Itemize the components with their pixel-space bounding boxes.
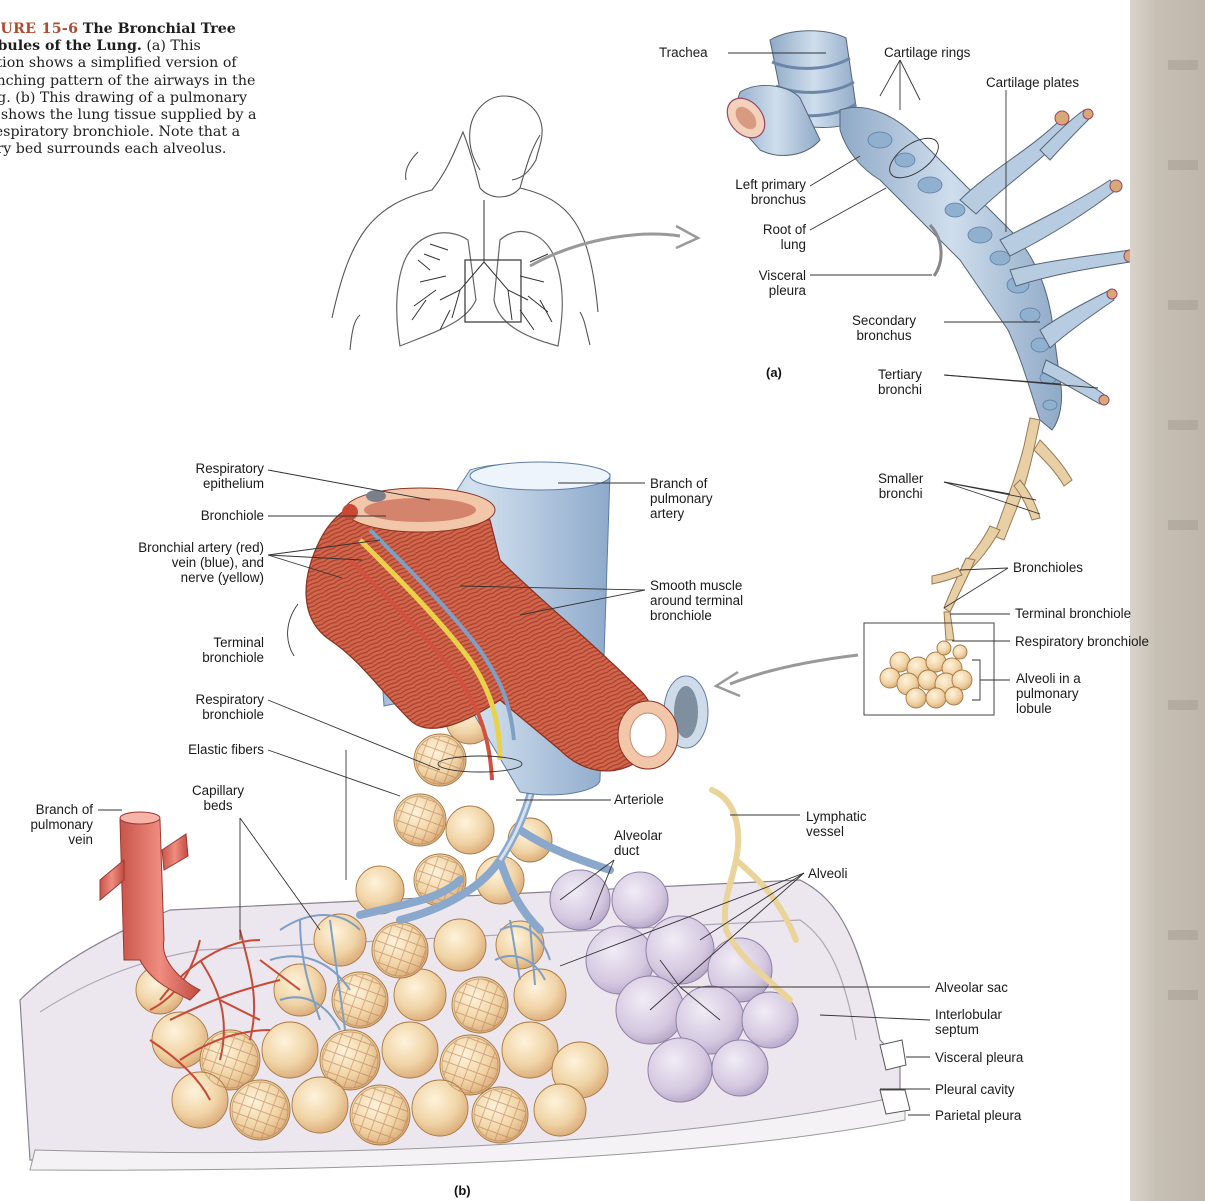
- label-arteriole: Arteriole: [614, 792, 664, 807]
- label-alveolar-sac: Alveolar sac: [935, 980, 1008, 995]
- caption-line: ation shows a simplified version of: [0, 55, 328, 72]
- label-terminal-bronchiole-a: Terminal bronchiole: [1015, 606, 1131, 621]
- caption-line: anching pattern of the airways in the: [0, 73, 328, 90]
- label-respiratory-bronchiole-a: Respiratory bronchiole: [1015, 634, 1149, 649]
- page-edge-mark: [1168, 160, 1198, 170]
- figure-caption: GURE 15-6 The Bronchial Tree obules of t…: [0, 21, 328, 159]
- alveoli-lobule-drawing: [880, 641, 972, 708]
- label-cartilage-rings: Cartilage rings: [884, 45, 970, 60]
- caption-line: ary bed surrounds each alveolus.: [0, 141, 328, 158]
- caption-line: e shows the lung tissue supplied by a: [0, 107, 328, 124]
- label-alveoli: Alveoli: [808, 866, 847, 881]
- label-pleural-cavity: Pleural cavity: [935, 1082, 1015, 1097]
- panel-label-a: (a): [766, 365, 782, 380]
- figure-number: GURE 15-6: [0, 21, 78, 37]
- label-cartilage-plates: Cartilage plates: [986, 75, 1079, 90]
- lung-outlines: [397, 231, 563, 346]
- label-parietal-pleura: Parietal pleura: [935, 1108, 1021, 1123]
- page-edge-mark: [1168, 60, 1198, 70]
- page-edge-mark: [1168, 700, 1198, 710]
- panel-label-b: (b): [454, 1183, 471, 1198]
- page-edge-mark: [1168, 420, 1198, 430]
- caption-line: ng. (b) This drawing of a pulmonary: [0, 90, 328, 107]
- label-bronchiole: Bronchiole: [201, 508, 264, 523]
- figure-title-cont: obules of the Lung.: [0, 38, 142, 54]
- arrow-to-panel-b: [730, 655, 858, 684]
- book-page-edge: [1130, 0, 1205, 1201]
- caption-text: (a) This: [146, 38, 200, 54]
- label-visceral-pleura-b: Visceral pleura: [935, 1050, 1023, 1065]
- label-bronchioles: Bronchioles: [1013, 560, 1083, 575]
- label-trachea: Trachea: [659, 45, 708, 60]
- caption-line: respiratory bronchiole. Note that a: [0, 124, 328, 141]
- magnify-box-a: [465, 260, 521, 322]
- page-edge-mark: [1168, 930, 1198, 940]
- figure-title: The Bronchial Tree: [83, 21, 236, 37]
- label-elastic-fibers: Elastic fibers: [188, 742, 264, 757]
- arrow-to-bronchial-tree: [530, 234, 680, 266]
- page-edge-mark: [1168, 990, 1198, 1000]
- page-edge-mark: [1168, 300, 1198, 310]
- page-edge-mark: [1168, 520, 1198, 530]
